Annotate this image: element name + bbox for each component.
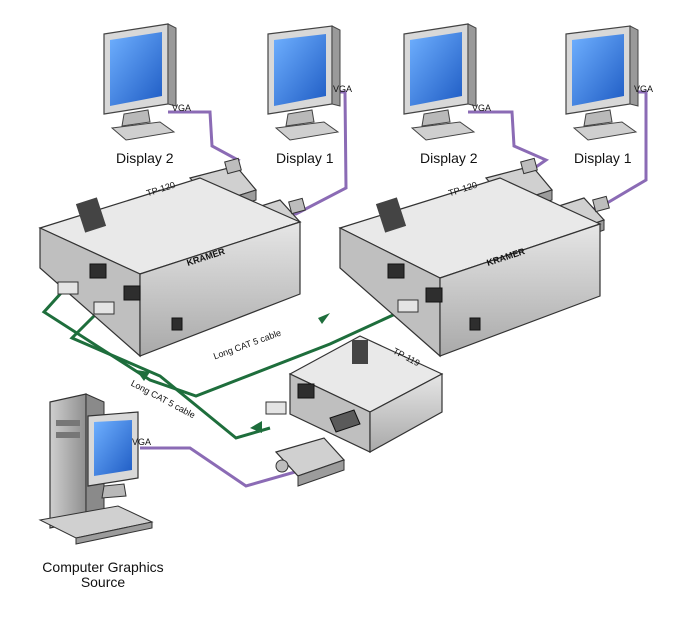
label-computer-graphics-source: Computer Graphics Source [28,560,178,590]
monitor-display1-right [565,25,639,141]
transmitter-box [288,335,444,454]
label-display1-left: Display 1 [276,150,334,166]
cable-arrow-head [318,313,330,324]
rj45-plug [57,281,79,295]
receiver-box-left [38,177,302,358]
cable-arrow-head [250,421,262,433]
vga-connector-source [274,437,346,487]
vga-cable-source [140,446,303,488]
monitor-display2-right [403,23,477,141]
label-vga: VGA [172,103,192,113]
monitor-display2-left [103,23,177,141]
vga-cable-display2-right [468,110,550,180]
label-vga: VGA [472,103,492,113]
rj45-plugs [57,281,419,415]
source-label-line2: Source [80,574,126,590]
cat5-cable-lower [69,310,271,440]
label-vga: VGA [634,84,654,94]
rj45-plug [93,301,115,315]
label-display1-right: Display 1 [574,150,632,166]
label-display2-right: Display 2 [420,150,478,166]
receiver-box-right [338,177,602,358]
monitor-display1-left [267,25,341,141]
cable-arrow-head [136,370,150,381]
cat5-cables [41,290,405,440]
label-vga: VGA [333,84,353,94]
label-vga: VGA [132,437,152,447]
rj45-plug [397,299,419,313]
rj45-plug [265,401,287,415]
source-label-line1: Computer Graphics [42,559,164,575]
label-display2-left: Display 2 [116,150,174,166]
computer-graphics-source [38,393,154,545]
